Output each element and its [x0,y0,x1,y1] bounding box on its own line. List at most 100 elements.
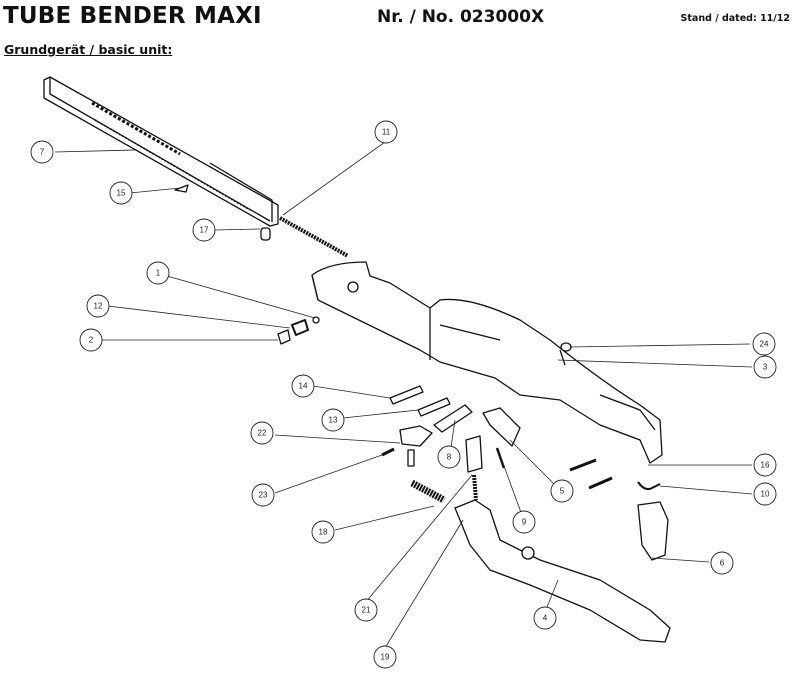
nut-part [277,329,291,345]
section-subtitle: Grundgerät / basic unit: [4,42,173,57]
callout-circle [250,421,274,445]
bolt-part [433,404,473,433]
callout-label: 17 [200,226,209,235]
callout-circle [752,332,776,356]
pin-16a-part [569,458,597,472]
callout-label: 4 [543,614,548,623]
callout-circle [146,261,170,285]
callout-circle [30,140,54,164]
callout-circle [437,445,461,469]
cylinder-part [465,435,483,473]
callout-circle [321,408,345,432]
callout-label: 5 [560,487,565,496]
callout-17: 17 [192,218,216,242]
callout-24: 24 [752,332,776,356]
callout-2: 2 [79,328,103,352]
callout-circle [753,482,777,506]
lever-handle-part [454,499,671,643]
sleeve-part [260,227,271,241]
spring-21-part [472,474,478,501]
callout-circle [251,483,275,507]
callout-circle [109,181,133,205]
date-stamp: Stand / dated: 11/12 [680,13,790,24]
callout-label: 10 [761,490,770,499]
callout-label: 7 [40,148,45,157]
callout-12: 12 [86,294,110,318]
callout-label: 9 [522,518,527,527]
callout-5: 5 [550,479,574,503]
callout-label: 21 [362,606,371,615]
callout-circle [354,598,378,622]
callout-3: 3 [753,355,777,379]
callout-circle [311,520,335,544]
callout-23: 23 [251,483,275,507]
threaded-rod-part [279,216,349,258]
callout-circle [550,479,574,503]
callout-label: 6 [720,559,725,568]
callout-label: 2 [89,336,94,345]
callout-label: 19 [381,653,390,662]
callout-circle [512,510,536,534]
callout-13: 13 [321,408,345,432]
rack-part [43,76,279,227]
callout-19: 19 [373,645,397,669]
pin-16b-part [588,476,613,490]
tension-spring-part [410,479,446,504]
callout-circle [753,453,777,477]
callout-9: 9 [512,510,536,534]
lever-knob-part [521,546,535,560]
screw-part [381,447,395,457]
callout-circle [79,328,103,352]
callout-circle [710,551,734,575]
callout-label: 1 [156,269,161,278]
callout-circle [192,218,216,242]
pin-vertical-part [407,449,415,467]
callout-group: 7 11 15 17 1 12 2 14 13 22 23 18 8 21 19 9 5 4 24 3 16 10 6 [30,120,777,669]
callout-label: 16 [761,461,770,470]
callout-14: 14 [291,374,315,398]
callout-circle [86,294,110,318]
pin-15-part [174,184,189,193]
housing-part [311,261,663,464]
callout-15: 15 [109,181,133,205]
callout-circle [374,120,398,144]
callout-circle [533,606,557,630]
callout-label: 15 [117,189,126,198]
part-number: Nr. / No. 023000X [377,7,545,27]
callout-circle [373,645,397,669]
torsion-spring-part [637,481,661,491]
callout-label: 13 [329,416,338,425]
callout-18: 18 [311,520,335,544]
spring-12-part [291,319,309,336]
callout-21: 21 [354,598,378,622]
pawl-block-part [399,425,433,447]
spring-9-part [495,447,506,469]
callout-label: 24 [760,340,769,349]
pin-13-part [417,397,451,417]
callout-6: 6 [710,551,734,575]
callout-22: 22 [250,421,274,445]
ring-part [560,342,572,352]
latch-part [637,501,669,561]
callout-8: 8 [437,445,461,469]
pawl-part [482,407,521,447]
callout-label: 12 [94,302,103,311]
callout-label: 3 [763,363,768,372]
pin-14-part [389,385,424,405]
bushing-part [312,316,320,324]
callout-4: 4 [533,606,557,630]
callout-7: 7 [30,140,54,164]
callout-16: 16 [753,453,777,477]
callout-label: 22 [258,429,267,438]
callout-1: 1 [146,261,170,285]
callout-circle [291,374,315,398]
callout-label: 23 [259,491,268,500]
callout-label: 11 [382,128,391,137]
callout-circle [753,355,777,379]
callout-label: 8 [447,453,452,462]
callout-10: 10 [753,482,777,506]
leader-lines [54,141,753,649]
callout-label: 18 [319,528,328,537]
callout-label: 14 [299,382,308,391]
